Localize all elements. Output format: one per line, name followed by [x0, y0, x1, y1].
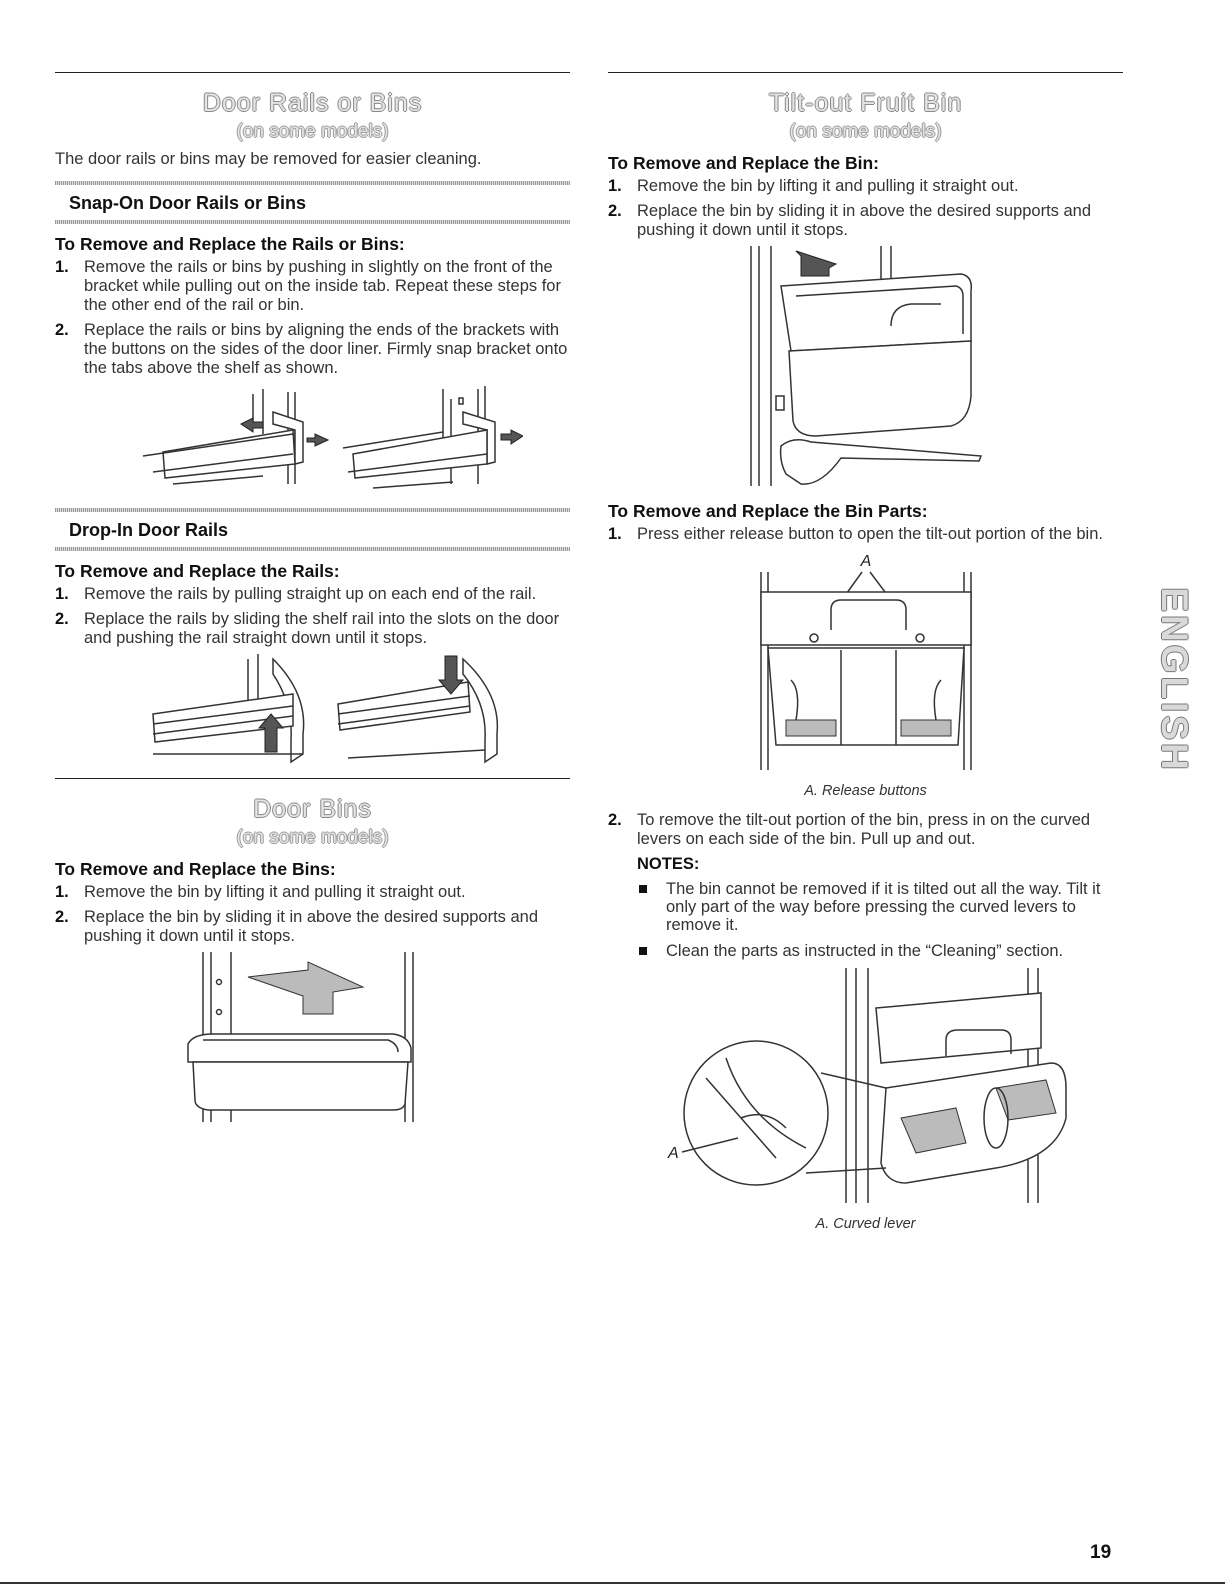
- arrow-right-icon: [306, 433, 329, 447]
- arrow-right-icon: [500, 429, 523, 445]
- step-number: 1.: [55, 585, 69, 603]
- step-text: Press either release button to open the …: [637, 525, 1103, 543]
- figure-caption: A. Curved lever: [815, 1216, 916, 1232]
- step-item: 1. Remove the bin by lifting it and pulli…: [608, 177, 1123, 196]
- section-rule: [55, 72, 570, 73]
- magnifier-detail: [682, 1040, 829, 1186]
- arrow-down-icon: [437, 655, 464, 695]
- steps-list: 1. Remove the rails by pulling straight u…: [55, 585, 570, 648]
- step-item: 1. Remove the rails by pulling straight u…: [55, 585, 570, 604]
- section-rule: [608, 72, 1123, 73]
- drop-rail-right: [336, 655, 498, 764]
- step-text: Remove the rails or bins by pushing in s…: [84, 258, 561, 314]
- section-rule: [55, 778, 570, 779]
- step-number: 2.: [55, 610, 69, 628]
- steps-list: 2. To remove the tilt-out portion of the …: [608, 811, 1123, 849]
- bullet-square-icon: [639, 947, 647, 955]
- step-text: Replace the rails by sliding the shelf r…: [84, 610, 560, 647]
- figure-caption: A. Release buttons: [804, 783, 927, 799]
- step-number: 2.: [608, 202, 622, 220]
- arrow-left-icon: [239, 417, 263, 433]
- intro-text: The door rails or bins may be removed fo…: [55, 150, 482, 168]
- procedure-title: To Remove and Replace the Rails or Bins:: [55, 234, 405, 254]
- page-number: 19: [1090, 1542, 1112, 1563]
- curved-lever-illustration: A: [667, 968, 1067, 1203]
- step-item: 2. Replace the bin by sliding it in above…: [55, 908, 570, 946]
- procedure-title: To Remove and Replace the Rails:: [55, 561, 340, 581]
- step-item: 2. Replace the rails by sliding the shelf…: [55, 610, 570, 648]
- step-text: Replace the bin by sliding it in above t…: [84, 908, 539, 945]
- steps-list: 1. Remove the bin by lifting it and pulli…: [55, 883, 570, 946]
- drop-in-rail-illustration: [151, 654, 498, 764]
- section-title-door-rails: Door Rails or Bins: [202, 89, 423, 117]
- steps-list: 1. Press either release button to open th…: [608, 525, 1123, 544]
- step-item: 1. Remove the bin by lifting it and pulli…: [55, 883, 570, 902]
- subhead-snap-on: Snap-On Door Rails or Bins: [55, 181, 570, 224]
- snap-on-rail-illustration: [142, 386, 523, 489]
- step-text: Remove the rails by pulling straight up …: [84, 585, 537, 603]
- note-text: Clean the parts as instructed in the “Cl…: [666, 942, 1064, 960]
- left-column: Door Rails or Bins (on some models) The …: [55, 72, 570, 1133]
- release-buttons-illustration: A: [759, 553, 972, 770]
- step-item: 1. Press either release button to open th…: [608, 525, 1123, 544]
- side-tab-label: ENGLISH: [1154, 587, 1195, 773]
- figure-label: A: [667, 1145, 679, 1162]
- arrow-into-door-icon: [247, 961, 365, 1015]
- fruit-bin-lift-illustration: [749, 246, 982, 486]
- step-number: 1.: [55, 258, 69, 276]
- step-text: Remove the bin by lifting it and pulling…: [84, 883, 466, 901]
- note-item: Clean the parts as instructed in the “Cl…: [637, 942, 1123, 960]
- arrow-lift-icon: [795, 250, 837, 277]
- step-number: 1.: [55, 883, 69, 901]
- section-subtitle: (on some models): [789, 121, 942, 142]
- language-side-tab: ENGLISH: [1152, 570, 1196, 790]
- step-number: 1.: [608, 177, 622, 195]
- right-column: Tilt-out Fruit Bin (on some models) To R…: [608, 72, 1123, 1244]
- step-number: 1.: [608, 525, 622, 543]
- step-text: Replace the rails or bins by aligning th…: [84, 321, 568, 377]
- step-text: Replace the bin by sliding it in above t…: [637, 202, 1092, 239]
- procedure-title: To Remove and Replace the Bins:: [55, 859, 336, 879]
- subhead-label: Drop-In Door Rails: [69, 520, 229, 540]
- notes-list: The bin cannot be removed if it is tilte…: [608, 880, 1123, 960]
- steps-list: 1. Remove the bin by lifting it and pulli…: [608, 177, 1123, 240]
- steps-list: 1. Remove the rails or bins by pushing in…: [55, 258, 570, 378]
- step-number: 2.: [608, 811, 622, 829]
- notes-label: NOTES:: [637, 855, 700, 873]
- subhead-label: Snap-On Door Rails or Bins: [69, 193, 307, 213]
- bullet-square-icon: [639, 885, 647, 893]
- step-item: 2. To remove the tilt-out portion of the …: [608, 811, 1123, 849]
- note-item: The bin cannot be removed if it is tilte…: [637, 880, 1123, 934]
- step-item: 2. Replace the bin by sliding it in above…: [608, 202, 1123, 240]
- band-top: [55, 508, 570, 512]
- procedure-title: To Remove and Replace the Bin:: [608, 153, 879, 173]
- band-bottom: [55, 220, 570, 224]
- drop-rail-left: [151, 654, 304, 764]
- step-number: 2.: [55, 908, 69, 926]
- snap-rail-left: [142, 389, 329, 485]
- section-subtitle: (on some models): [236, 827, 389, 848]
- figure-label: A: [859, 553, 871, 570]
- section-title-door-bins: Door Bins: [253, 795, 372, 823]
- note-text: The bin cannot be removed if it is tilte…: [666, 880, 1101, 934]
- step-text: To remove the tilt-out portion of the bi…: [637, 811, 1091, 848]
- arrow-up-icon: [257, 713, 284, 753]
- band-bottom: [55, 547, 570, 551]
- section-title-tilt-out: Tilt-out Fruit Bin: [768, 89, 963, 117]
- step-item: 2. Replace the rails or bins by aligning …: [55, 321, 570, 378]
- subhead-drop-in: Drop-In Door Rails: [55, 508, 570, 551]
- snap-rail-right: [342, 386, 523, 489]
- step-number: 2.: [55, 321, 69, 339]
- step-text: Remove the bin by lifting it and pulling…: [637, 177, 1019, 195]
- door-bin-illustration: [186, 952, 414, 1122]
- procedure-title: To Remove and Replace the Bin Parts:: [608, 501, 928, 521]
- bottom-rule: [0, 1582, 1225, 1584]
- section-subtitle: (on some models): [236, 121, 389, 142]
- step-item: 1. Remove the rails or bins by pushing in…: [55, 258, 570, 315]
- band-top: [55, 181, 570, 185]
